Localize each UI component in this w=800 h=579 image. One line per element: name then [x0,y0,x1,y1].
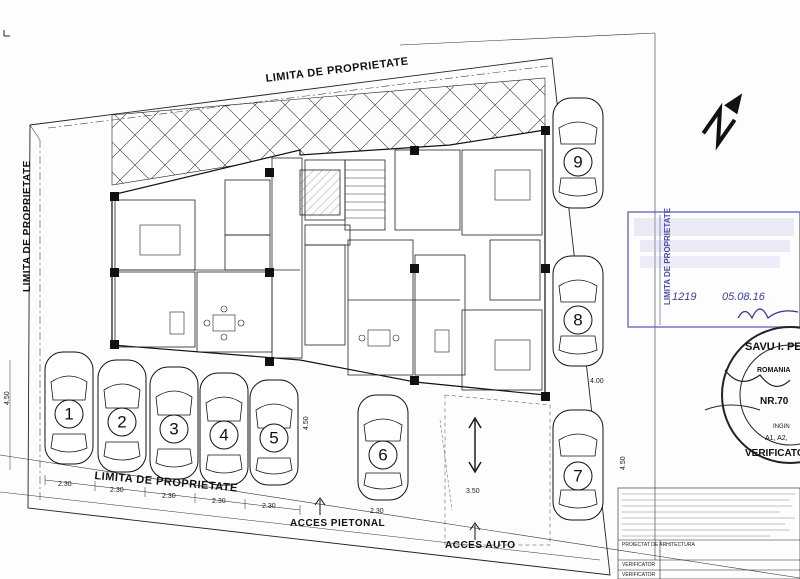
parking-number: 3 [169,420,178,439]
dimension-label: 4.00 [590,378,604,385]
car-3 [149,366,199,480]
corner-mark [3,30,10,37]
dimension-label: 2.30 [58,481,72,488]
round-engineer-stamp [704,326,800,464]
verification-stamp [627,211,800,328]
staircase [345,169,385,219]
access-ramp [439,394,551,546]
property-limit-left-label: LIMITA DE PROPRIETATE [22,160,33,292]
dimension-label: 4.50 [620,456,627,470]
building-outline [111,129,546,396]
parking-number: 8 [573,311,582,330]
round-stamp-country: ROMANIA [757,367,790,374]
dimension-label: 2.30 [262,503,276,510]
vehicle-access-label: ACCES AUTO [445,540,516,551]
car-4 [199,372,249,486]
parking-number: 7 [573,467,582,486]
property-boundary [27,57,611,576]
car-7 [552,409,604,521]
parking-number: 2 [117,413,126,432]
interior-walls [112,149,543,391]
stamp-vertical-text: LIMITA DE PROPRIETATE [663,207,672,305]
parking-number: 5 [269,429,278,448]
pedestrian-access-label: ACCES PIETONAL [290,518,386,529]
parking-number: 1 [64,405,73,424]
title-block-project: PROIECTAT DE ARHITECTURA [622,542,695,548]
dimension-label: 2.30 [110,487,124,494]
furniture [139,169,531,371]
bottom-dimension-chain [44,475,301,515]
round-stamp-classes: A1, A2, [765,435,788,442]
dimension-label: 2.30 [162,493,176,500]
round-stamp-eng: INGIN [773,424,790,430]
dimension-label: 4.50 [4,391,11,405]
dimension-label: 3.50 [466,488,480,495]
car-5 [249,379,299,486]
access-arrows [314,497,481,540]
car-2 [97,359,147,473]
parking-cars [44,97,604,521]
title-block-verifier: VERIFICATOR [622,572,656,578]
dimension-label: 4.50 [303,416,310,430]
parking-number: 6 [378,446,387,465]
car-8 [552,255,604,367]
north-arrow-icon [701,93,743,151]
stamp-date: 05.08.16 [722,291,766,303]
round-stamp-id: NR.70 [760,396,789,407]
title-block [617,487,800,579]
parking-number: 9 [573,153,582,172]
signature [737,308,799,320]
round-stamp-name: SAVU I. PE [745,341,800,353]
title-block-verifier: VERIFICATOR [622,562,656,568]
structural-columns [110,126,550,401]
dimension-label: 2.30 [370,508,384,515]
title-block-notes [622,493,795,537]
car-6 [357,394,409,501]
round-stamp-role: VERIFICATOR [745,448,800,459]
dimension-label: 2.30 [212,498,226,505]
stamp-number: 1219 [672,291,696,303]
parking-number: 4 [219,426,228,445]
car-9 [552,97,604,209]
car-1 [44,351,94,465]
